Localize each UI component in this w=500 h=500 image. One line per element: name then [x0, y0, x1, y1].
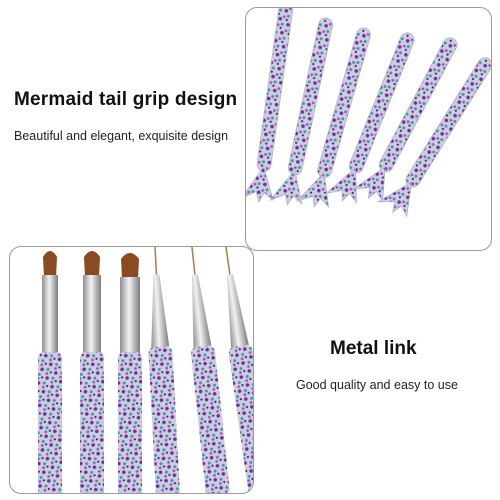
feature-subtitle-metal-link: Good quality and easy to use [296, 378, 458, 392]
mermaid-tail-brushes-image [246, 8, 491, 218]
brush-set [38, 247, 253, 493]
mermaid-tail-photo [245, 7, 492, 251]
metal-link-brushes-image [38, 247, 253, 493]
mermaid-handles [246, 8, 491, 218]
feature-subtitle-mermaid-tail: Beautiful and elegant, exquisite design [14, 129, 229, 143]
feature-title-metal-link: Metal link [330, 338, 417, 359]
metal-link-photo [9, 246, 254, 494]
feature-title-mermaid-tail: Mermaid tail grip design [14, 89, 238, 110]
